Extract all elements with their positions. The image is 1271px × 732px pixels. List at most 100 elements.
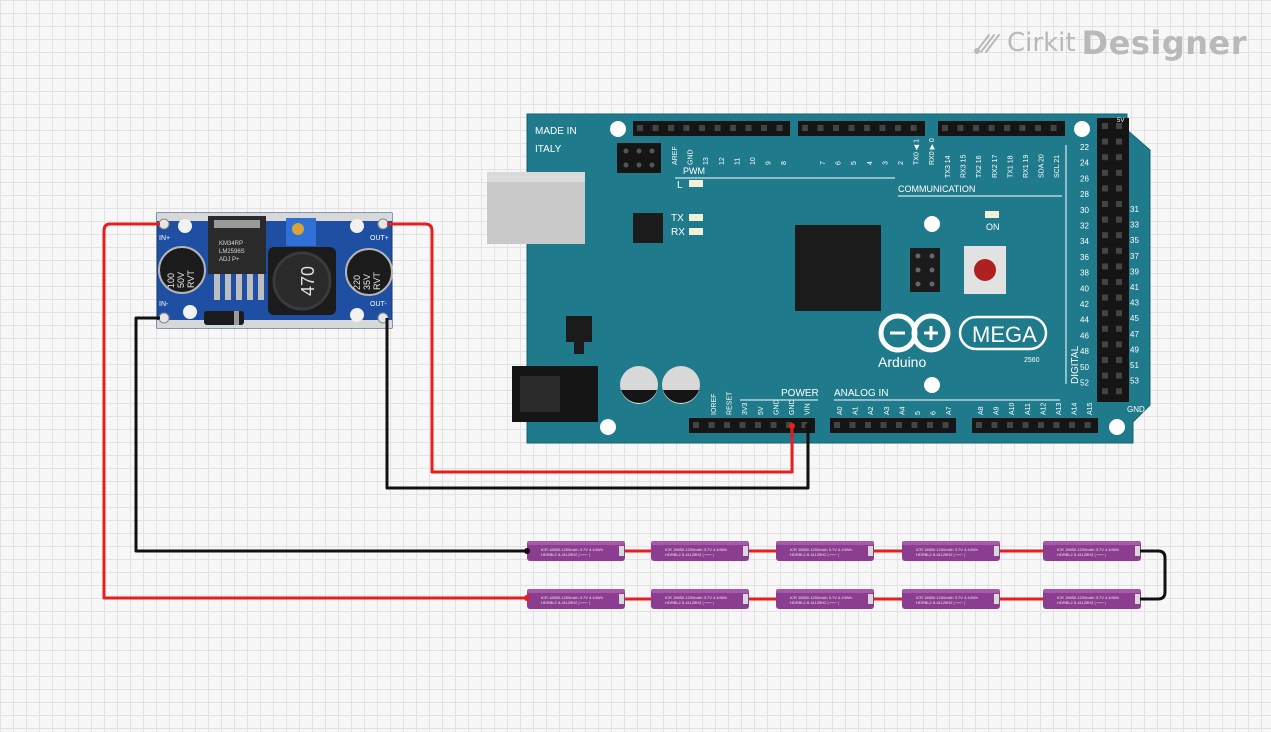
pin-hole[interactable] bbox=[849, 422, 856, 428]
pin-hole[interactable] bbox=[770, 422, 777, 428]
pin-hole[interactable] bbox=[1116, 263, 1122, 270]
pin-hole[interactable] bbox=[1053, 422, 1060, 428]
pin-hole[interactable] bbox=[1004, 125, 1010, 131]
pin-hole[interactable] bbox=[927, 422, 933, 428]
pin-hole[interactable] bbox=[1102, 123, 1108, 129]
pin-hole[interactable] bbox=[1116, 201, 1122, 207]
wire-buck-out-minus-to-gnd[interactable] bbox=[385, 318, 810, 490]
pin-hole[interactable] bbox=[755, 422, 761, 428]
pin-hole[interactable] bbox=[1102, 216, 1108, 223]
pin-hole[interactable] bbox=[1050, 125, 1057, 131]
pin-hole[interactable] bbox=[1019, 125, 1026, 131]
pin-hole[interactable] bbox=[668, 125, 674, 131]
pin-hole[interactable] bbox=[1102, 232, 1108, 239]
pin-hole[interactable] bbox=[1116, 279, 1122, 285]
pin-hole[interactable] bbox=[1102, 372, 1108, 379]
pin-hole[interactable] bbox=[1102, 201, 1108, 207]
pin-hole[interactable] bbox=[942, 422, 949, 428]
pin-hole[interactable] bbox=[942, 125, 948, 131]
pin-hole[interactable] bbox=[761, 125, 767, 131]
pin-hole[interactable] bbox=[1022, 422, 1029, 428]
pin-hole[interactable] bbox=[1116, 325, 1122, 332]
pin-hole[interactable] bbox=[1102, 154, 1108, 161]
pin-hole[interactable] bbox=[714, 125, 721, 131]
pin-hole[interactable] bbox=[848, 125, 855, 131]
pin-hole[interactable] bbox=[708, 422, 715, 428]
pin-hole[interactable] bbox=[1116, 154, 1122, 161]
pin-hole[interactable] bbox=[1102, 357, 1108, 363]
arduino-mega-board[interactable]: MADE IN ITALY PWM COMMUNICATION L TX RX … bbox=[487, 113, 1151, 444]
pin-hole[interactable] bbox=[1102, 388, 1108, 395]
pin-hole[interactable] bbox=[1035, 125, 1041, 131]
pin-hole[interactable] bbox=[802, 125, 808, 131]
pin-hole[interactable] bbox=[973, 125, 979, 131]
pin-hole[interactable] bbox=[1116, 169, 1122, 176]
pin-hole[interactable] bbox=[1116, 185, 1122, 192]
buck-in-minus-terminal[interactable] bbox=[158, 312, 170, 324]
pin-hole[interactable] bbox=[1116, 232, 1122, 239]
pin-hole[interactable] bbox=[991, 422, 998, 428]
buck-in-plus-terminal[interactable] bbox=[158, 218, 170, 230]
pin-hole[interactable] bbox=[865, 422, 871, 428]
pin-hole[interactable] bbox=[1116, 357, 1122, 363]
pin-hole[interactable] bbox=[1084, 422, 1091, 428]
pin-hole[interactable] bbox=[739, 422, 746, 428]
pin-hole[interactable] bbox=[1116, 123, 1122, 129]
pin-hole[interactable] bbox=[834, 422, 840, 428]
lm2596-buck-converter[interactable]: IN+ IN- OUT+ OUT- KM34RP LM2596S ADJ P+ … bbox=[156, 212, 393, 329]
pin-hole[interactable] bbox=[1102, 263, 1108, 270]
wire-buck-in-minus-to-battery[interactable] bbox=[134, 316, 527, 553]
pin-hole[interactable] bbox=[896, 422, 902, 428]
pin-hole[interactable] bbox=[1116, 247, 1122, 254]
pin-hole[interactable] bbox=[652, 125, 659, 131]
pin-hole[interactable] bbox=[1116, 294, 1122, 301]
pin-hole[interactable] bbox=[776, 125, 783, 131]
pin-hole[interactable] bbox=[683, 125, 690, 131]
pin-hole[interactable] bbox=[895, 125, 901, 131]
pin-hole[interactable] bbox=[1116, 388, 1122, 395]
pin-hole[interactable] bbox=[786, 422, 792, 428]
pin-hole[interactable] bbox=[1102, 185, 1108, 192]
pin-hole[interactable] bbox=[1116, 216, 1122, 223]
pin-hole[interactable] bbox=[699, 125, 705, 131]
pin-hole[interactable] bbox=[1116, 341, 1122, 348]
pin-hole[interactable] bbox=[1102, 325, 1108, 332]
pin-hole[interactable] bbox=[817, 125, 824, 131]
pin-hole[interactable] bbox=[1102, 341, 1108, 348]
pin-hole[interactable] bbox=[1102, 294, 1108, 301]
pin-hole[interactable] bbox=[1116, 138, 1122, 145]
pin-hole[interactable] bbox=[976, 422, 982, 428]
pin-hole[interactable] bbox=[1102, 169, 1108, 176]
pin-hole[interactable] bbox=[637, 125, 643, 131]
pin-hole[interactable] bbox=[1102, 247, 1108, 254]
pin-hole[interactable] bbox=[1069, 422, 1075, 428]
pin-hole[interactable] bbox=[911, 422, 918, 428]
pin-hole[interactable] bbox=[910, 125, 917, 131]
pin-hole[interactable] bbox=[880, 422, 887, 428]
pin-hole[interactable] bbox=[833, 125, 839, 131]
pin-hole[interactable] bbox=[745, 125, 752, 131]
wire-buck-in-plus-to-battery[interactable] bbox=[102, 222, 527, 600]
pin-hole[interactable] bbox=[1102, 310, 1108, 317]
pin-hole[interactable] bbox=[730, 125, 736, 131]
pin-hole[interactable] bbox=[1116, 310, 1122, 317]
pin-hole[interactable] bbox=[864, 125, 870, 131]
pin-hole[interactable] bbox=[1007, 422, 1013, 428]
wire-row-bridge[interactable] bbox=[1140, 549, 1167, 601]
pin-hole[interactable] bbox=[957, 125, 964, 131]
pin-hole[interactable] bbox=[1102, 279, 1108, 285]
buck-out-plus-terminal[interactable] bbox=[377, 218, 389, 230]
pin-hole[interactable] bbox=[879, 125, 886, 131]
pin-hole[interactable] bbox=[693, 422, 699, 428]
pin-hole[interactable] bbox=[1102, 138, 1108, 145]
wire-buck-out-plus-to-vin[interactable] bbox=[387, 222, 794, 474]
pin-hole[interactable] bbox=[801, 422, 808, 428]
